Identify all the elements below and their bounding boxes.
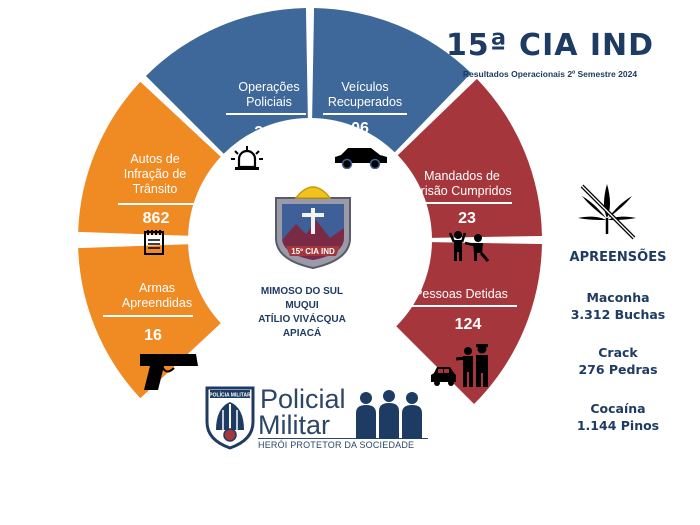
police-stop-icon: [431, 344, 488, 387]
cia-emblem: 15º CIA IND: [275, 186, 351, 270]
segment-veiculos-value: 06: [351, 120, 369, 137]
segment-pessoas-divider: [412, 305, 517, 307]
seizure-cocaina: Cocaína 1.144 Pinos: [548, 400, 688, 434]
cannabis-icon: [578, 184, 636, 240]
segment-autos-label-line2: Infração de: [123, 167, 187, 181]
segment-operacoes-label-line2: Policiais: [246, 95, 292, 109]
segment-operacoes-shape: [145, 8, 308, 154]
pm-logo-rule: [258, 438, 428, 439]
segment-mandados-shape: [397, 78, 542, 238]
segment-mandados-divider: [420, 202, 512, 204]
segment-pessoas-label: Pessoas Detidas: [396, 287, 526, 302]
segment-pessoas-shape: [396, 242, 542, 405]
seizure-cocaina-amount: 1.144 Pinos: [576, 418, 660, 433]
seizure-cocaina-name: Cocaína: [590, 401, 646, 416]
segment-autos-label-line3: Trânsito: [132, 182, 178, 196]
pm-shield-text: POLÍCIA MILITAR: [209, 391, 251, 399]
segment-autos-label: Autos de Infração de Trânsito: [90, 152, 220, 197]
segment-armas-label-line1: Armas: [138, 281, 176, 295]
segment-veiculos-label-line2: Recuperados: [327, 95, 403, 109]
arrest-icon: [448, 231, 490, 262]
siren-icon: [231, 146, 263, 170]
segment-armas-divider: [103, 315, 193, 317]
segment-operacoes-label-line1: Operações: [238, 80, 300, 94]
officers-silhouette-icon: [356, 390, 422, 439]
pistol-icon: [140, 354, 198, 390]
city-1: MIMOSO DO SUL: [260, 286, 344, 297]
segment-armas-shape: [78, 244, 221, 399]
pm-logo-tagline: HERÓI PROTETOR DA SOCIEDADE: [258, 440, 415, 450]
page-subtitle: Resultados Operacionais 2º Semestre 2024: [462, 69, 638, 79]
segment-autos-label-line1: Autos de: [130, 152, 180, 166]
segment-veiculos-shape: [312, 8, 472, 153]
segment-operacoes-label: Operações Policiais: [204, 80, 334, 110]
notepad-icon: [144, 230, 164, 255]
segment-armas-label: Armas Apreendidas: [92, 281, 222, 311]
segment-mandados-label: Mandados de Prisão Cumpridos: [397, 169, 527, 199]
segment-operacoes-divider: [226, 113, 306, 115]
city-3: ATÍLIO VIVÁCQUA: [258, 314, 346, 325]
city-4: APIACÁ: [282, 328, 322, 339]
seizure-crack: Crack 276 Pedras: [548, 344, 688, 378]
segment-autos-divider: [118, 203, 208, 205]
page-title: 15ª CIA IND: [445, 28, 655, 63]
seizures-title: APREENSÕES: [569, 250, 667, 265]
pm-logo-line1: Policial: [260, 384, 346, 414]
emblem-banner-text: 15º CIA IND: [291, 247, 335, 256]
segment-autos-shape: [78, 81, 221, 236]
segment-mandados-label-line2: Prisão Cumpridos: [412, 184, 512, 198]
seizure-maconha-amount: 3.312 Buchas: [570, 307, 666, 322]
segment-veiculos-label: Veículos Recuperados: [300, 80, 430, 110]
seizure-maconha: Maconha 3.312 Buchas: [548, 289, 688, 323]
seizure-maconha-name: Maconha: [586, 290, 650, 305]
segment-pessoas-value: 124: [454, 316, 482, 333]
segment-veiculos-divider: [323, 113, 407, 115]
segment-armas-value: 16: [144, 327, 162, 344]
city-2: MUQUI: [285, 300, 319, 311]
segment-operacoes-value: 2456: [254, 124, 290, 141]
segment-armas-label-line2: Apreendidas: [121, 296, 193, 310]
pm-logo-line2: Militar: [258, 410, 330, 440]
seizure-crack-amount: 276 Pedras: [578, 362, 658, 377]
segment-pessoas-label-line1: Pessoas Detidas: [414, 287, 508, 301]
segment-mandados-label-line1: Mandados de: [424, 169, 500, 183]
seizure-crack-name: Crack: [598, 345, 638, 360]
segment-veiculos-label-line1: Veículos: [341, 80, 389, 94]
segment-mandados-value: 23: [458, 210, 476, 227]
pm-shield-icon: POLÍCIA MILITAR: [205, 386, 255, 450]
car-icon: [335, 148, 387, 169]
segment-autos-value: 862: [142, 210, 170, 227]
